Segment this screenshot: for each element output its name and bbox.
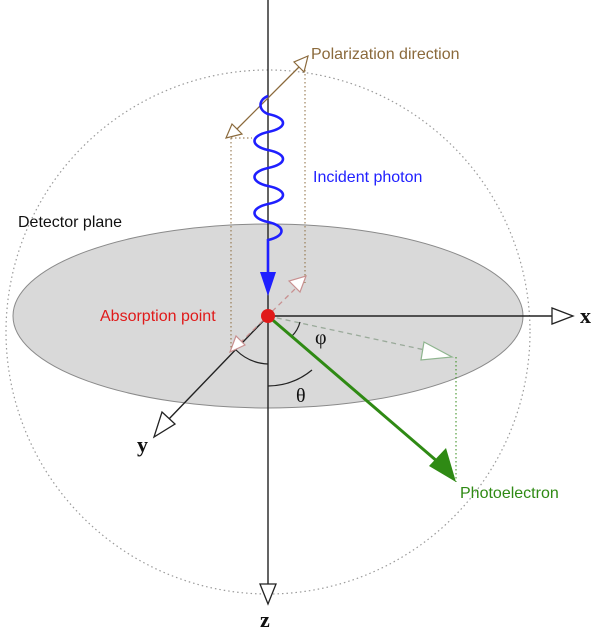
x-axis-arrowhead: [551, 307, 575, 325]
theta-label: θ: [296, 385, 306, 407]
absorption-point-dot: [261, 309, 275, 323]
polarization-direction-label: Polarization direction: [311, 46, 460, 63]
polarization-projection-lines: [230, 62, 306, 348]
x-axis-label: x: [580, 303, 591, 328]
polarization-projection-head-lower: [228, 334, 247, 354]
polarization-projection-head-upper: [287, 275, 307, 294]
detector-plane-label: Detector plane: [18, 214, 122, 231]
photoelectron-arrow-line: [267, 314, 439, 464]
z-axis-arrowhead: [259, 583, 277, 606]
y-axis-arrowhead: [152, 410, 177, 439]
polarization-arrowhead-upper: [292, 54, 309, 74]
y-axis-label: y: [137, 432, 148, 457]
polarization-arrow-line: [235, 65, 301, 131]
theta-arc: [267, 369, 313, 387]
azimuth-arrowhead: [420, 341, 455, 361]
polarization-arrowhead-lower: [224, 122, 244, 139]
photoelectron-arrowhead: [429, 448, 456, 482]
z-axis-label: z: [260, 607, 270, 631]
incident-photon-wave: [253, 94, 285, 272]
photoelectron-label: Photoelectron: [460, 485, 559, 502]
phi-label: φ: [315, 327, 327, 349]
y-angle-arc: [235, 349, 269, 365]
incident-photon-arrowhead: [260, 272, 276, 296]
y-axis-line: [167, 315, 269, 421]
incident-photon-label: Incident photon: [313, 169, 422, 186]
absorption-point-label: Absorption point: [100, 308, 216, 325]
